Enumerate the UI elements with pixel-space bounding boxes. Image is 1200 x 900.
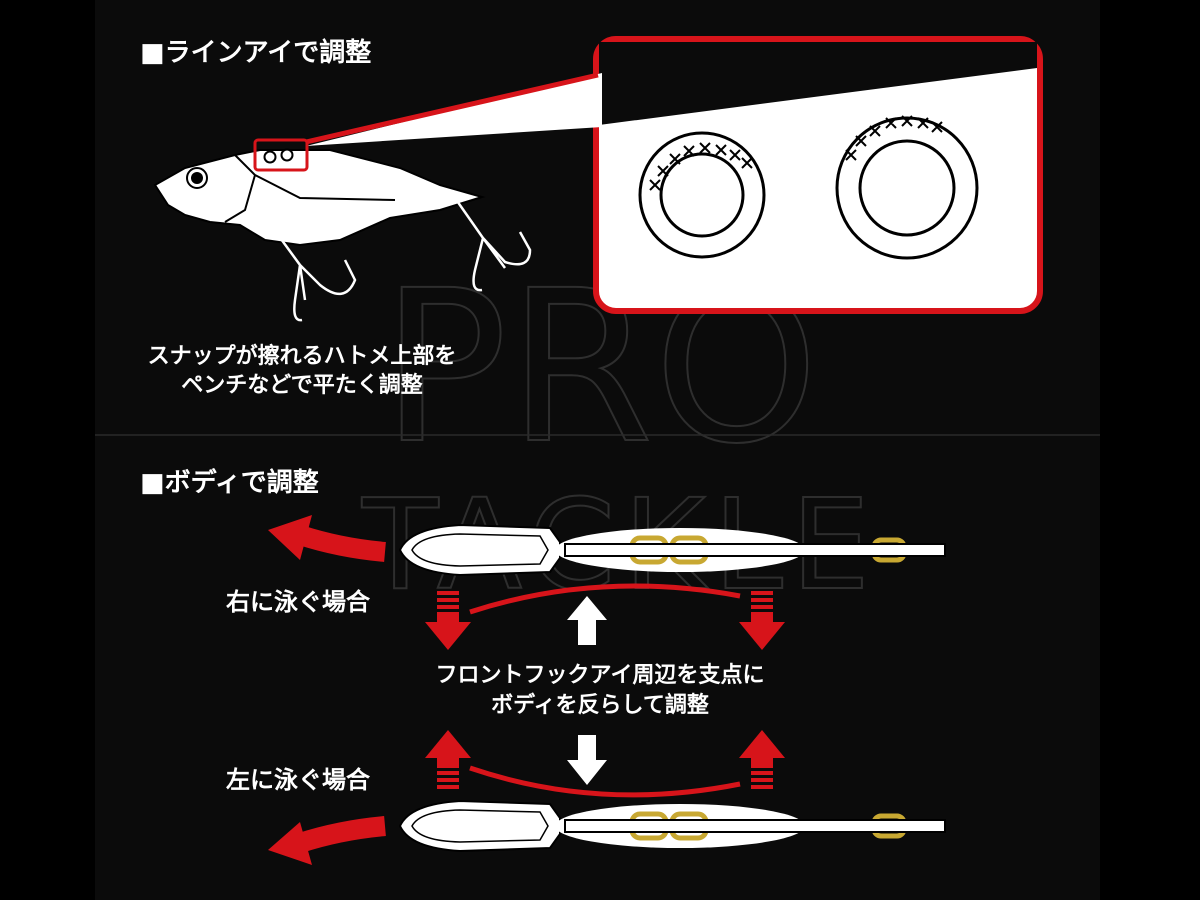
- section-title-line-eye: ■ラインアイで調整: [140, 37, 371, 68]
- line-eye-highlight: [253, 138, 309, 172]
- eye-ring-before: [638, 131, 766, 259]
- swim-arrow-right-case: [268, 515, 386, 562]
- swim-arrow-left-case: [268, 816, 386, 865]
- lure-illustration: [153, 138, 532, 322]
- line-eye-caption-1: スナップが擦れるハトメ上部を: [148, 343, 457, 369]
- line-eye-caption-2: ペンチなどで平たく調整: [181, 372, 423, 398]
- center-caption-2: ボディを反らして調整: [491, 692, 709, 718]
- rear-hook-icon: [453, 197, 532, 292]
- right-swim-label: 右に泳ぐ場合: [226, 588, 371, 616]
- line-eye-callout: [305, 36, 1043, 314]
- lure-top-view-left: [400, 801, 945, 851]
- down-arrow-icon: [567, 735, 607, 785]
- section-title-body: ■ボディで調整: [140, 467, 319, 498]
- bend-arrows-upper: [425, 583, 785, 650]
- up-arrow-icon: [567, 596, 607, 645]
- front-hook-icon: [271, 227, 357, 322]
- center-caption-1: フロントフックアイ周辺を支点に: [436, 662, 765, 688]
- left-swim-label: 左に泳ぐ場合: [226, 766, 371, 794]
- bend-arrows-lower: [425, 730, 785, 798]
- eye-ring-after: [835, 115, 979, 260]
